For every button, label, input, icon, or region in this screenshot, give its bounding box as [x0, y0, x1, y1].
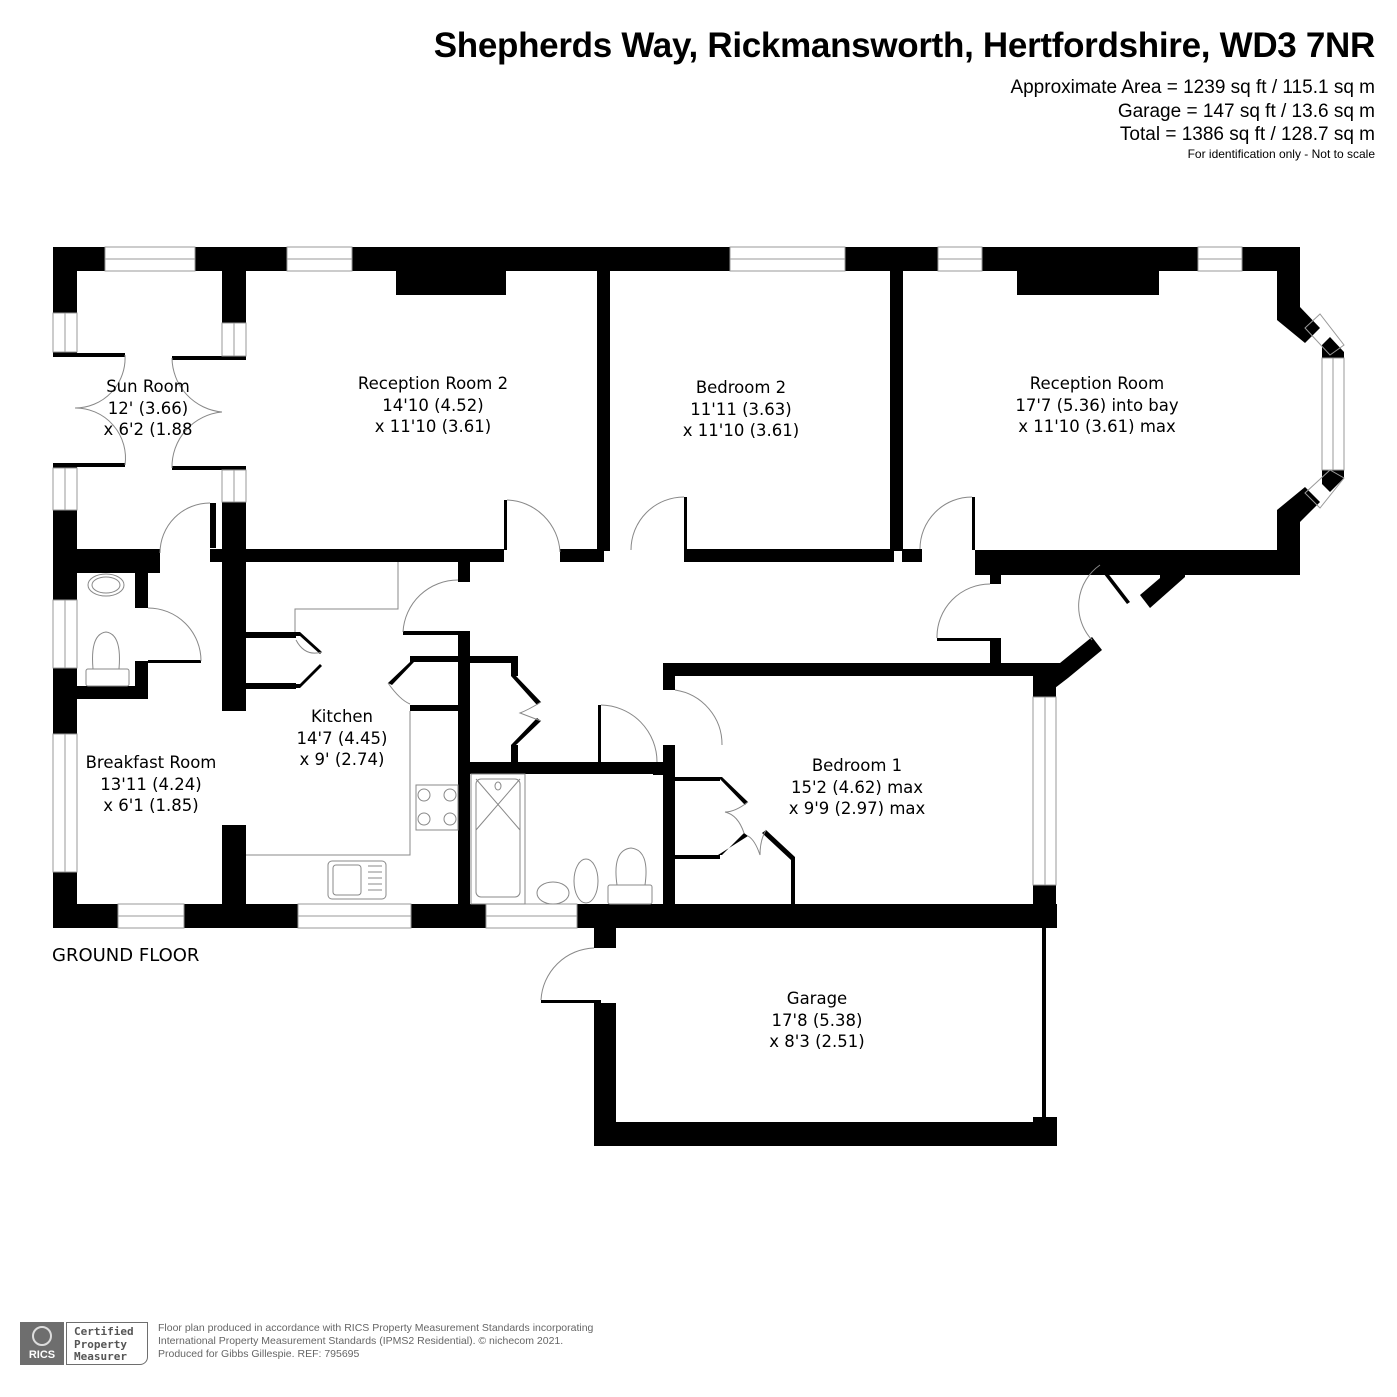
- footer-disclaimer: Floor plan produced in accordance with R…: [158, 1322, 593, 1365]
- certified-measurer-badge: Certified Property Measurer: [66, 1322, 148, 1365]
- room-dimension-1: 11'11 (3.63): [690, 399, 792, 419]
- scale-disclaimer: For identification only - Not to scale: [1187, 146, 1375, 161]
- cert-line-3: Measurer: [74, 1350, 127, 1363]
- room-dimension-1: 14'7 (4.45): [296, 728, 388, 748]
- area-summary: Approximate Area = 1239 sq ft / 115.1 sq…: [1010, 76, 1375, 161]
- room-garage: Garage 17'8 (5.38) x 8'3 (2.51): [769, 988, 864, 1053]
- room-dimension-2: x 11'10 (3.61) max: [1018, 417, 1176, 436]
- room-name: Garage: [786, 989, 848, 1008]
- garage-area: Garage = 147 sq ft / 13.6 sq m: [1117, 100, 1375, 122]
- cert-line-2: Property: [74, 1337, 127, 1351]
- room-reception-room: Reception Room 17'7 (5.36) into bay x 11…: [1015, 373, 1178, 438]
- room-breakfast-room: Breakfast Room 13'11 (4.24) x 6'1 (1.85): [86, 752, 217, 817]
- windows: [52, 246, 1345, 929]
- footer-line-3: Produced for Gibbs Gillespie. REF: 79569…: [158, 1348, 360, 1361]
- room-dimension-2: x 6'1 (1.85): [103, 796, 199, 815]
- footer: RICS Certified Property Measurer Floor p…: [20, 1322, 593, 1365]
- footer-line-2: International Property Measurement Stand…: [158, 1335, 564, 1348]
- room-bedroom-1: Bedroom 1 15'2 (4.62) max x 9'9 (2.97) m…: [789, 755, 926, 820]
- walls: [53, 247, 1344, 1146]
- room-name: Reception Room 2: [357, 374, 509, 393]
- room-dimension-1: 12' (3.66): [107, 398, 189, 418]
- rics-badge-text: RICS: [28, 1349, 56, 1361]
- rics-logo: RICS: [20, 1322, 64, 1365]
- room-bedroom-2: Bedroom 2 11'11 (3.63) x 11'10 (3.61): [683, 377, 799, 442]
- room-name: Bedroom 2: [695, 378, 787, 397]
- room-sun-room: Sun Room 12' (3.66) x 6'2 (1.88: [104, 376, 193, 441]
- fixtures: [85, 562, 653, 905]
- room-name: Breakfast Room: [85, 753, 217, 772]
- footer-line-1: Floor plan produced in accordance with R…: [158, 1322, 594, 1334]
- door-swings: [74, 354, 1101, 1001]
- room-reception-room-2: Reception Room 2 14'10 (4.52) x 11'10 (3…: [358, 373, 508, 438]
- cert-line-1: Certified: [74, 1325, 134, 1338]
- total-area: Total = 1386 sq ft / 128.7 sq m: [1119, 124, 1375, 145]
- room-name: Bedroom 1: [811, 756, 903, 775]
- room-dimension-1: 14'10 (4.52): [382, 395, 484, 415]
- room-dimension-2: x 6'2 (1.88: [103, 420, 193, 439]
- room-name: Reception Room: [1029, 374, 1165, 393]
- room-dimension-2: x 11'10 (3.61): [374, 417, 492, 436]
- room-dimension-1: 13'11 (4.24): [100, 774, 202, 794]
- room-dimension-2: x 9'9 (2.97) max: [788, 799, 926, 818]
- property-address-title: Shepherds Way, Rickmansworth, Hertfordsh…: [433, 26, 1376, 65]
- room-kitchen: Kitchen 14'7 (4.45) x 9' (2.74): [297, 706, 388, 771]
- room-dimension-1: 17'7 (5.36) into bay: [1015, 395, 1179, 415]
- room-dimension-2: x 8'3 (2.51): [769, 1032, 865, 1051]
- room-dimension-1: 17'8 (5.38): [771, 1010, 863, 1030]
- room-dimension-1: 15'2 (4.62) max: [790, 777, 924, 797]
- lion-icon: [32, 1326, 52, 1346]
- room-name: Sun Room: [106, 377, 190, 396]
- room-name: Kitchen: [310, 707, 374, 726]
- approximate-area: Approximate Area = 1239 sq ft / 115.1 sq…: [1010, 77, 1375, 98]
- room-dimension-2: x 11'10 (3.61): [682, 421, 800, 440]
- floor-label: GROUND FLOOR: [52, 945, 200, 966]
- room-dimension-2: x 9' (2.74): [299, 750, 385, 769]
